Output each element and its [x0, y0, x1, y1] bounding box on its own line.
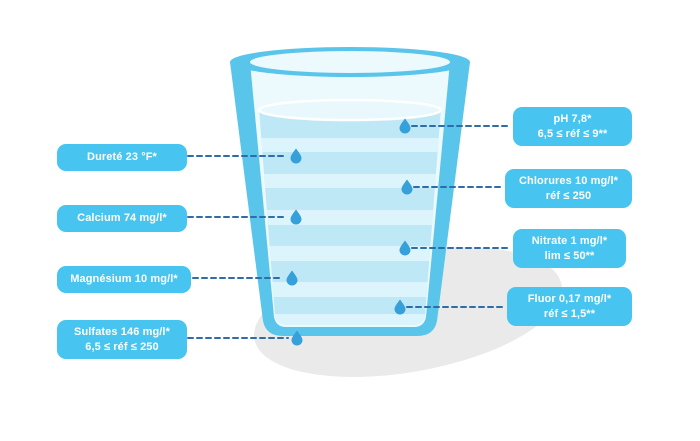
label-magnesium: Magnésium 10 mg/l*	[57, 266, 191, 293]
label-sulfates: Sulfates 146 mg/l* 6,5 ≤ réf ≤ 250	[57, 320, 187, 359]
label-fluor: Fluor 0,17 mg/l* réf ≤ 1,5**	[507, 287, 632, 326]
label-ph: pH 7,8* 6,5 ≤ réf ≤ 9**	[513, 107, 632, 146]
label-sulfates-ref: 6,5 ≤ réf ≤ 250	[85, 340, 159, 353]
label-chlorures: Chlorures 10 mg/l* réf ≤ 250	[505, 169, 632, 208]
label-ph-ref: 6,5 ≤ réf ≤ 9**	[537, 127, 608, 140]
label-durete-text: Dureté 23 °F*	[87, 151, 157, 164]
label-chlorures-text: Chlorures 10 mg/l*	[519, 174, 618, 187]
label-fluor-ref: réf ≤ 1,5**	[543, 307, 596, 320]
water-surface	[257, 98, 443, 122]
label-sulfates-text: Sulfates 146 mg/l*	[74, 325, 170, 338]
label-nitrate: Nitrate 1 mg/l* lim ≤ 50**	[513, 229, 626, 268]
label-nitrate-ref: lim ≤ 50**	[544, 249, 595, 262]
water-stripes	[259, 138, 441, 325]
label-ph-text: pH 7,8*	[553, 112, 592, 125]
label-durete: Dureté 23 °F*	[57, 144, 187, 171]
label-magnesium-text: Magnésium 10 mg/l*	[70, 273, 178, 286]
label-nitrate-text: Nitrate 1 mg/l*	[531, 234, 608, 247]
label-chlorures-ref: réf ≤ 250	[545, 189, 592, 202]
label-fluor-text: Fluor 0,17 mg/l*	[527, 292, 612, 305]
label-calcium-text: Calcium 74 mg/l*	[77, 212, 167, 225]
glass-opening	[250, 51, 450, 73]
label-calcium: Calcium 74 mg/l*	[57, 205, 187, 232]
